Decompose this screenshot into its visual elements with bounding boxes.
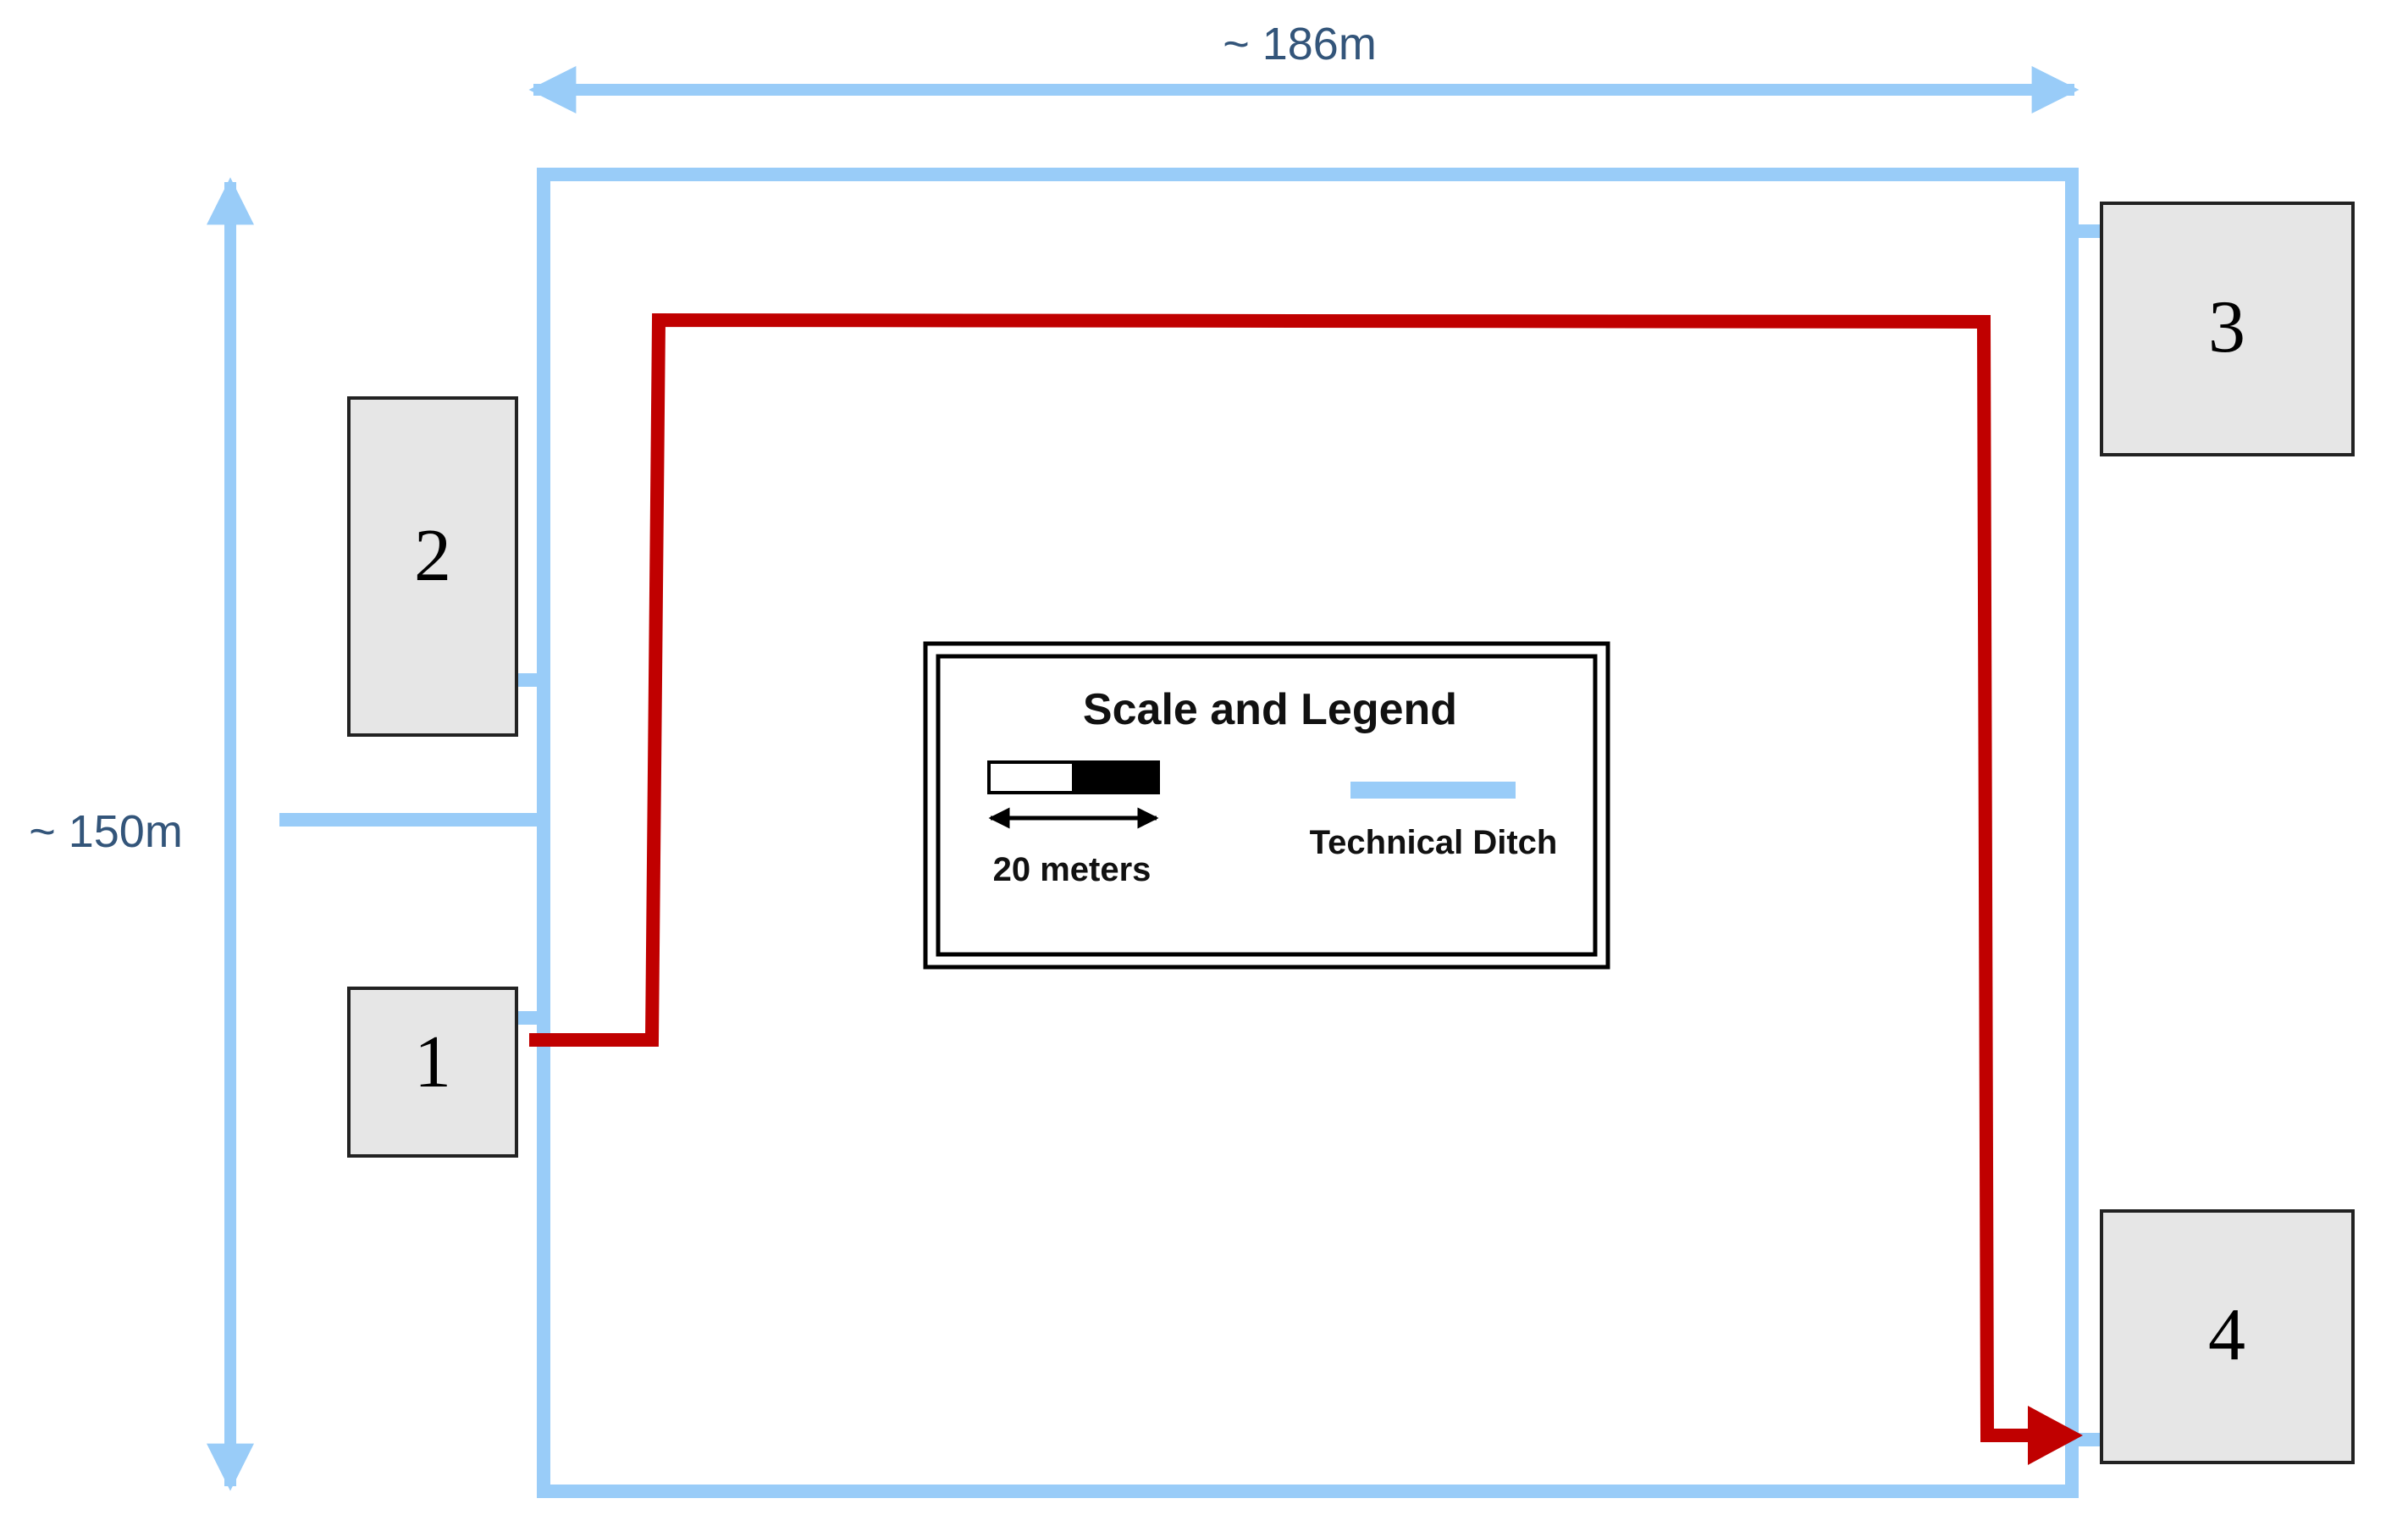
scale-label: 20 meters: [993, 851, 1152, 888]
box-3-label: 3: [2208, 286, 2245, 368]
scale-bar: [987, 760, 1160, 794]
box-1: 1: [347, 987, 518, 1158]
route-path: [529, 312, 2036, 1442]
legend-title: Scale and Legend: [1083, 685, 1457, 734]
box-2: 2: [347, 396, 518, 737]
box-4: 4: [2100, 1209, 2355, 1464]
box-3: 3: [2100, 202, 2355, 456]
route-arrowhead: [2028, 1406, 2083, 1465]
legend-box: Scale and Legend 20 meters Technical Dit…: [923, 641, 1610, 970]
box-2-label: 2: [414, 515, 451, 597]
width-dimension-label: ~ 186m: [1223, 19, 1377, 69]
box-4-label: 4: [2208, 1294, 2245, 1376]
box-1-label: 1: [414, 1021, 451, 1103]
height-dimension-label: ~ 150m: [29, 806, 183, 857]
technical-ditch-perimeter: [537, 168, 2079, 1498]
technical-ditch-label: Technical Ditch: [1310, 824, 1558, 861]
